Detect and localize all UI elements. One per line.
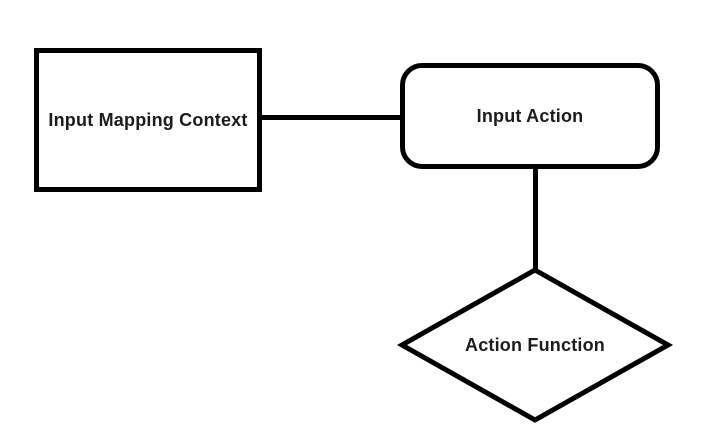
node-input-mapping-context: Input Mapping Context: [34, 48, 262, 192]
node-input-action-label: Input Action: [476, 105, 584, 126]
node-action-function: Action Function: [402, 320, 668, 370]
node-input-mapping-context-label: Input Mapping Context: [48, 109, 248, 130]
edge-mapping-context-to-input-action: [262, 115, 400, 120]
edge-input-action-to-action-function: [533, 169, 538, 272]
node-input-action: Input Action: [400, 63, 660, 169]
node-action-function-label: Action Function: [465, 334, 605, 355]
